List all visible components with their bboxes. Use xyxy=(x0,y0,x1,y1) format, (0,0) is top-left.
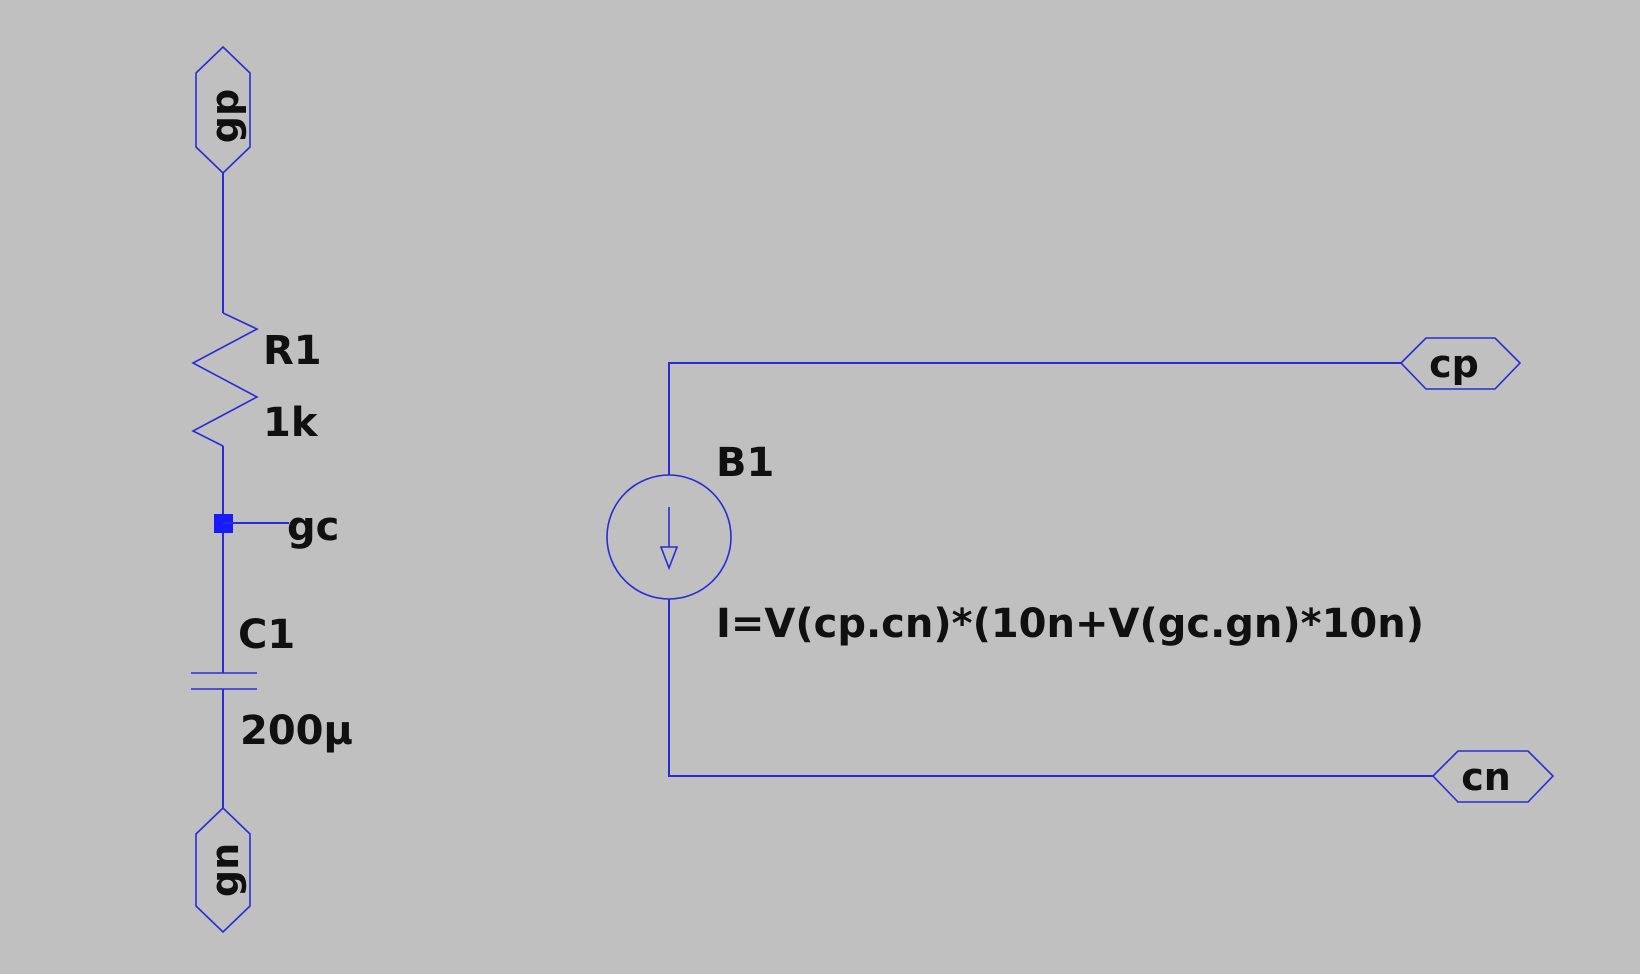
wire-b1-cp xyxy=(668,362,1401,475)
net-label-cp: cp xyxy=(1429,342,1479,386)
net-label-gp: gp xyxy=(203,89,247,143)
net-port-cp[interactable]: cp xyxy=(1399,337,1522,390)
current-source-b1-symbol[interactable] xyxy=(606,474,732,600)
capacitor-c1-symbol[interactable] xyxy=(191,672,257,690)
c1-name-label: C1 xyxy=(238,612,295,658)
b1-name-label: B1 xyxy=(716,440,774,486)
wire-b1-cn xyxy=(668,599,1433,777)
net-label-cn: cn xyxy=(1461,755,1511,799)
net-label-gc[interactable]: gc xyxy=(287,504,339,550)
b1-expression-label: I=V(cp.cn)*(10n+V(gc.gn)*10n) xyxy=(716,601,1424,647)
resistor-r1-symbol[interactable] xyxy=(191,312,259,447)
net-port-cn[interactable]: cn xyxy=(1431,750,1555,803)
net-port-gn[interactable]: gn xyxy=(195,806,251,934)
net-port-gp[interactable]: gp xyxy=(195,45,251,175)
c1-value-label: 200μ xyxy=(240,708,353,754)
net-label-gn: gn xyxy=(203,843,247,897)
r1-name-label: R1 xyxy=(263,328,322,374)
r1-value-label: 1k xyxy=(263,400,319,446)
